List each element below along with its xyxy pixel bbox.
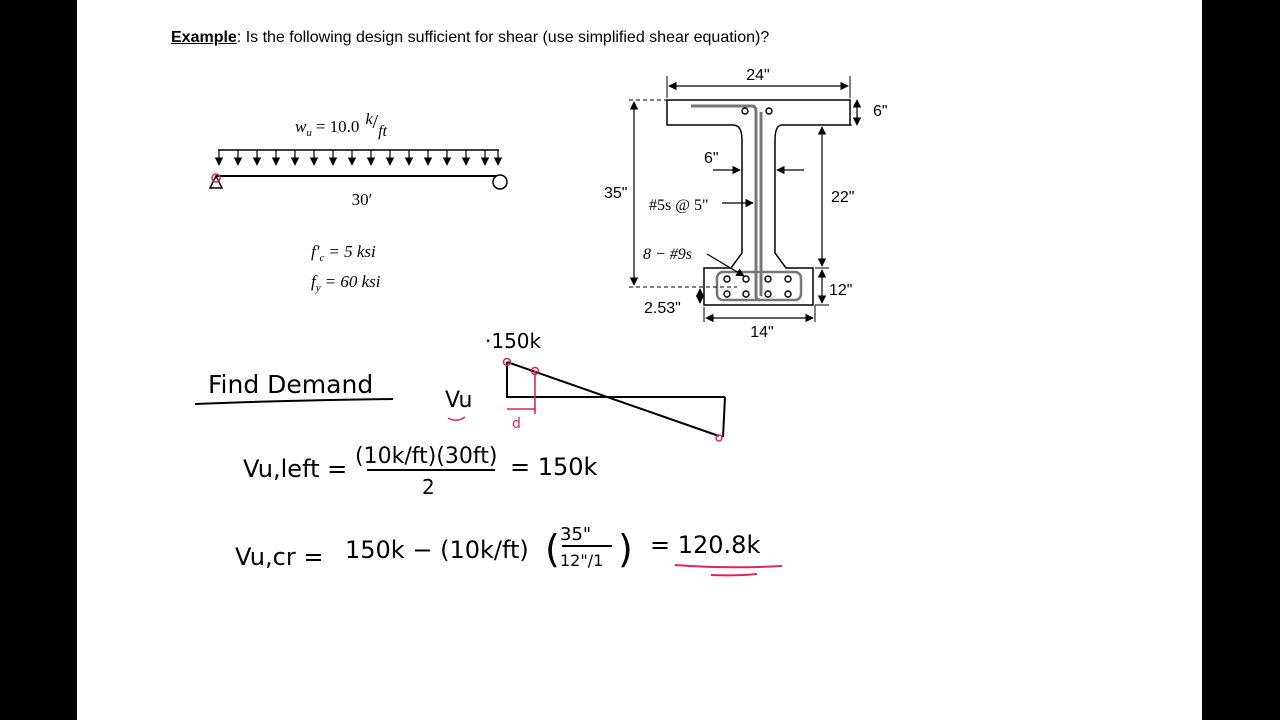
eq1-rhs: = 150k [510,453,598,481]
shear-line [506,361,720,437]
result-underline-1 [674,564,783,569]
eq2-paren-right: ) [618,527,633,571]
rebar-bars [723,107,792,298]
eq2-result: = 120.8k [650,531,760,559]
bottom-hoop [715,270,803,302]
stirrup-label: #5s @ 5" [649,197,709,214]
cross-section: 24" 6" 35" 6" #5s @ 5" 22" 8 − #9s 12" [604,67,888,341]
dim-bulb-width-label: 14" [750,324,773,341]
distributed-load-arrows [214,150,503,166]
shear-diagram: Vu ·150k d [445,329,726,442]
dim-web-height-label: 22" [831,189,854,206]
eq2-frac-numerator: 35" [560,524,591,545]
dim-depth-label: 35" [604,185,627,202]
heading-underline [194,398,394,405]
eq2-lhs: Vu,cr = [235,543,323,571]
result-underline-2 [710,573,758,577]
equation-vu-left: Vu,left = (10k/ft)(30ft) 2 = 150k [243,444,598,499]
dim-top-width-label: 24" [746,67,769,84]
d-label: d [512,416,521,432]
fc-label: f′c= 5 ksi [311,242,376,264]
dim-centroid-label: 2.53" [644,300,681,317]
problem-statement: Example: Is the following design suffici… [171,29,769,47]
roller-support [492,174,508,190]
fy-label: fy= 60 ksi [311,272,381,294]
long-bars-label: 8 − #9s [643,246,692,263]
eq2-middle: 150k − (10k/ft) [345,536,529,564]
dim-flange-label: 6" [873,103,888,120]
span-label: 30′ [352,190,373,209]
materials-list: f′c= 5 ksi fy= 60 ksi [311,242,381,294]
peak-label: ·150k [485,329,542,353]
slide-page: Example: Is the following design suffici… [77,0,1202,720]
equation-vu-cr: Vu,cr = 150k − (10k/ft) 35" 12"/1 ( ) = … [235,524,783,577]
eq2-frac-denominator: 12"/1 [560,551,603,570]
vu-label: Vu [445,388,473,413]
example-label: Example [171,29,237,46]
eq1-numerator: (10k/ft)(30ft) [355,444,497,469]
red-pin-mark [211,173,221,183]
pin-support [208,174,224,189]
section-outline [666,99,851,306]
eq1-denominator: 2 [422,475,435,499]
dim-web-label: 6" [704,150,719,167]
dim-bulb-label: 12" [829,282,852,299]
find-demand-heading: Find Demand [208,370,373,399]
question-text: : Is the following design sufficient for… [236,29,770,46]
eq1-lhs: Vu,left = [243,455,347,483]
handwritten-notes: Find Demand Vu ·150k d Vu,left = [194,329,783,577]
eq2-paren-left: ( [545,527,560,571]
